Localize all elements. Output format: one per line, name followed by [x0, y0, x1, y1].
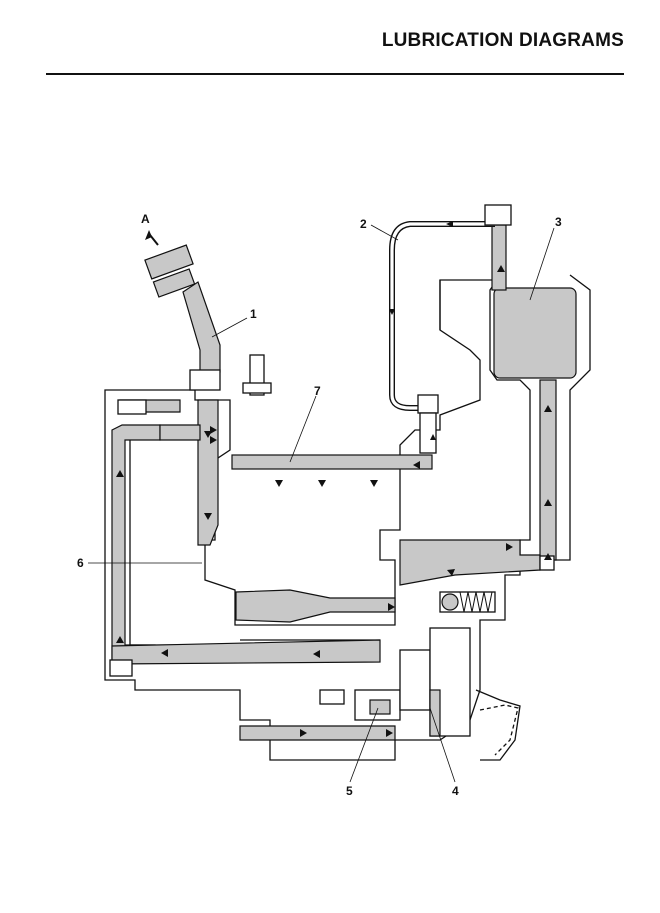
external-oil-hose	[389, 221, 495, 411]
callout-2: 2	[360, 217, 367, 231]
header-divider	[46, 73, 624, 75]
callout-3: 3	[555, 215, 562, 229]
leader-lines	[88, 224, 555, 783]
callout-7: 7	[314, 384, 321, 398]
oil-passages	[111, 224, 577, 741]
callout-5: 5	[346, 784, 353, 798]
flow-arrows	[116, 221, 552, 737]
fittings	[109, 204, 555, 737]
callout-6: 6	[77, 556, 84, 570]
page-title: LUBRICATION DIAGRAMS	[381, 30, 624, 51]
callout-4: 4	[452, 784, 459, 798]
callout-a: A	[141, 212, 150, 226]
callout-1: 1	[250, 307, 257, 321]
